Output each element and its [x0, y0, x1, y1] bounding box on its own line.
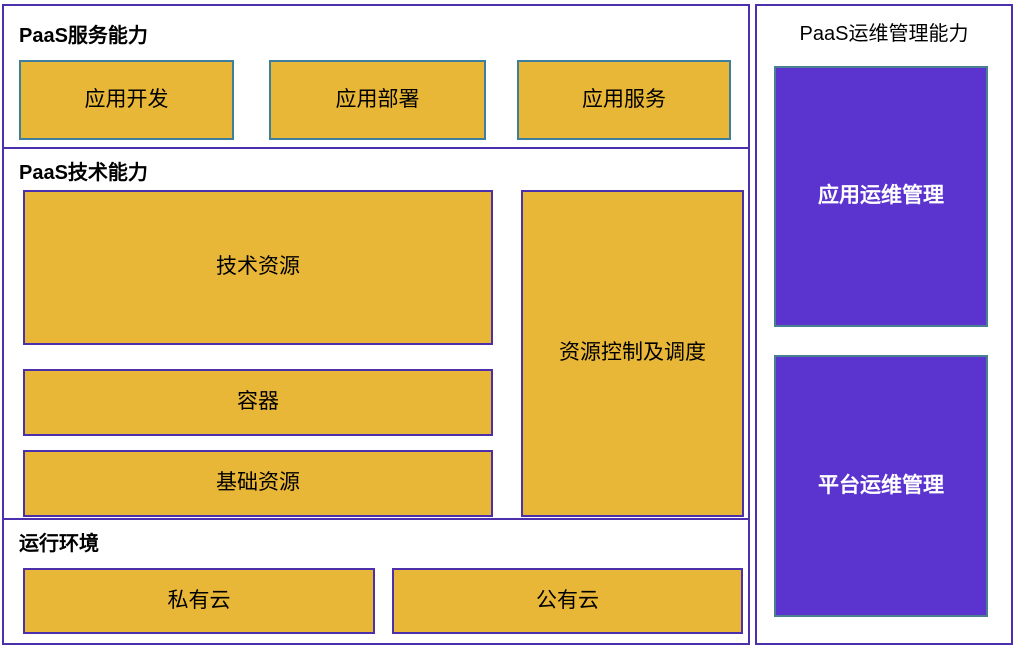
- node-label: 容器: [237, 390, 279, 414]
- node-public-cloud[interactable]: 公有云: [392, 568, 743, 634]
- section-divider-service-tech: [4, 147, 748, 149]
- node-container[interactable]: 容器: [23, 369, 493, 436]
- node-platform-ops-management[interactable]: 平台运维管理: [774, 355, 988, 617]
- node-label: 平台运维管理: [818, 473, 944, 497]
- section-divider-tech-runtime: [4, 518, 748, 520]
- node-resource-control-scheduling[interactable]: 资源控制及调度: [521, 190, 744, 517]
- node-label: 私有云: [167, 588, 231, 612]
- node-label: 应用运维管理: [818, 184, 944, 208]
- node-label: 基础资源: [216, 471, 300, 495]
- right-panel: PaaS运维管理能力 应用运维管理 平台运维管理: [755, 4, 1013, 645]
- node-application-development[interactable]: 应用开发: [19, 60, 234, 140]
- node-basic-resources[interactable]: 基础资源: [23, 450, 493, 517]
- section-title-runtime-env: 运行环境: [19, 533, 99, 555]
- node-label: 应用开发: [84, 87, 169, 111]
- node-label: 应用服务: [582, 87, 666, 111]
- section-title-paas-service: PaaS服务能力: [19, 25, 148, 47]
- node-label: 应用部署: [335, 87, 420, 111]
- node-label: 公有云: [536, 588, 599, 612]
- node-private-cloud[interactable]: 私有云: [23, 568, 375, 634]
- node-application-ops-management[interactable]: 应用运维管理: [774, 66, 988, 327]
- panel-title-paas-ops: PaaS运维管理能力: [799, 23, 969, 45]
- node-application-service[interactable]: 应用服务: [517, 60, 731, 140]
- section-title-paas-tech: PaaS技术能力: [19, 162, 148, 184]
- node-label: 技术资源: [216, 255, 300, 279]
- left-panel: PaaS服务能力 应用开发 应用部署 应用服务 PaaS技术能力 技术资源 容器…: [2, 4, 750, 645]
- node-label: 资源控制及调度: [559, 341, 706, 365]
- node-application-deployment[interactable]: 应用部署: [269, 60, 486, 140]
- node-technical-resources[interactable]: 技术资源: [23, 190, 493, 345]
